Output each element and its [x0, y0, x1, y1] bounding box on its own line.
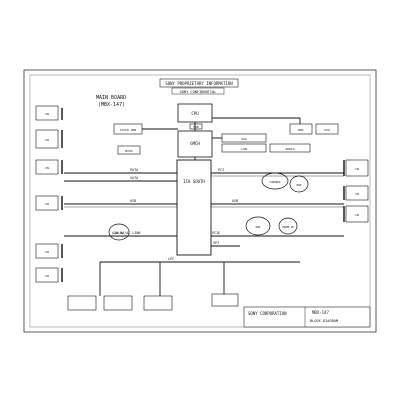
title-block-model: MBX-147: [312, 310, 329, 315]
odd-component: [245, 216, 271, 236]
usb-label-right: USB: [232, 199, 238, 203]
lpc-label: LPC: [168, 257, 174, 261]
dc-in-label: DC IN: [115, 231, 123, 235]
gmch-block: [177, 130, 213, 158]
header-banner: SONY PROPRIETARY INFORMATION: [165, 81, 233, 86]
right-connector-3: [345, 205, 369, 223]
azalia-label: AZALIA/AC LINK: [112, 231, 142, 235]
bios-label: BIOS: [125, 149, 132, 153]
pcie-label: PCIE: [212, 231, 220, 235]
left-connectors: [35, 105, 59, 283]
title-block-doc-title: BLOCK DIAGRAM: [310, 319, 339, 323]
left-connector-5: [35, 243, 59, 259]
odd-label: ODD: [256, 225, 261, 229]
right-connector-1: [345, 159, 369, 177]
title-block-company: SONY CORPORATION: [248, 311, 287, 316]
bottom-box-4: [211, 293, 239, 307]
pci-label: PCI: [218, 168, 224, 172]
vga-label: VGA: [241, 137, 247, 141]
left-connector-label-1: CN: [45, 112, 49, 116]
left-connector-3: [35, 159, 59, 175]
fsb-label: FSB: [193, 125, 199, 129]
bottom-box-1: [67, 295, 97, 311]
gmch-label: GMCH: [190, 141, 200, 146]
board-model: (MBX-147): [98, 102, 125, 108]
bus-lines: [64, 117, 344, 296]
kbc-block: [289, 123, 313, 135]
bios-block: [117, 145, 141, 155]
sio-block: [315, 123, 339, 135]
audio-block: [269, 143, 311, 153]
header-banner-sub-box: [171, 87, 225, 95]
title-block-frame: [243, 306, 371, 328]
sheet-outer-border: [23, 69, 377, 333]
ich-block: [176, 159, 212, 256]
left-connector-label-3: CN: [45, 166, 49, 170]
left-connector-label-2: CN: [45, 138, 49, 142]
left-connector-label-5: CN: [45, 250, 49, 254]
board-title: MAIN BOARD: [96, 95, 126, 101]
lan-label: LAN: [241, 147, 247, 151]
bottom-box-2: [103, 295, 133, 311]
right-connector-label-1: CN: [355, 167, 359, 171]
lan-block: [221, 143, 267, 153]
left-connector-6: [35, 267, 59, 283]
usb-label-left: USB: [130, 199, 136, 203]
kbc-label: KBC: [298, 128, 304, 132]
bottom-box-3: [143, 295, 173, 311]
sheet-inner-border: [29, 74, 371, 328]
sata-label: SATA: [130, 176, 138, 180]
bottom-boxes: [67, 293, 239, 311]
clock-gen-label: CLOCK GEN: [120, 128, 136, 132]
left-connector-2: [35, 129, 59, 149]
left-connector-label-6: CN: [45, 274, 49, 278]
left-connector-label-4: CN: [45, 202, 49, 206]
bus-parallel-lines: [64, 175, 344, 208]
header-banner-sub: SONY CONFIDENTIAL: [180, 90, 217, 94]
cpu-label: CPU: [191, 111, 199, 116]
power-sw-label: POWER SW: [282, 226, 294, 229]
cardbus-label: CARDBUS: [270, 180, 281, 184]
fsb-block: [189, 123, 203, 130]
hdd-label: HDD: [297, 183, 302, 187]
ich-label: ICH SOUTH: [183, 179, 205, 184]
left-connector-1: [35, 105, 59, 121]
power-sw-component: [278, 217, 298, 235]
right-connector-label-3: CN: [355, 213, 359, 217]
right-connector-2: [345, 185, 369, 201]
spi-label: SPI: [213, 241, 219, 245]
right-connector-label-2: CN: [355, 192, 359, 196]
pata-label: PATA: [130, 168, 138, 172]
header-banner-box: [159, 78, 239, 88]
left-connector-4: [35, 195, 59, 211]
right-connectors: [345, 159, 369, 223]
audio-label: AUDIO: [285, 147, 294, 151]
sio-label: SIO: [324, 128, 330, 132]
